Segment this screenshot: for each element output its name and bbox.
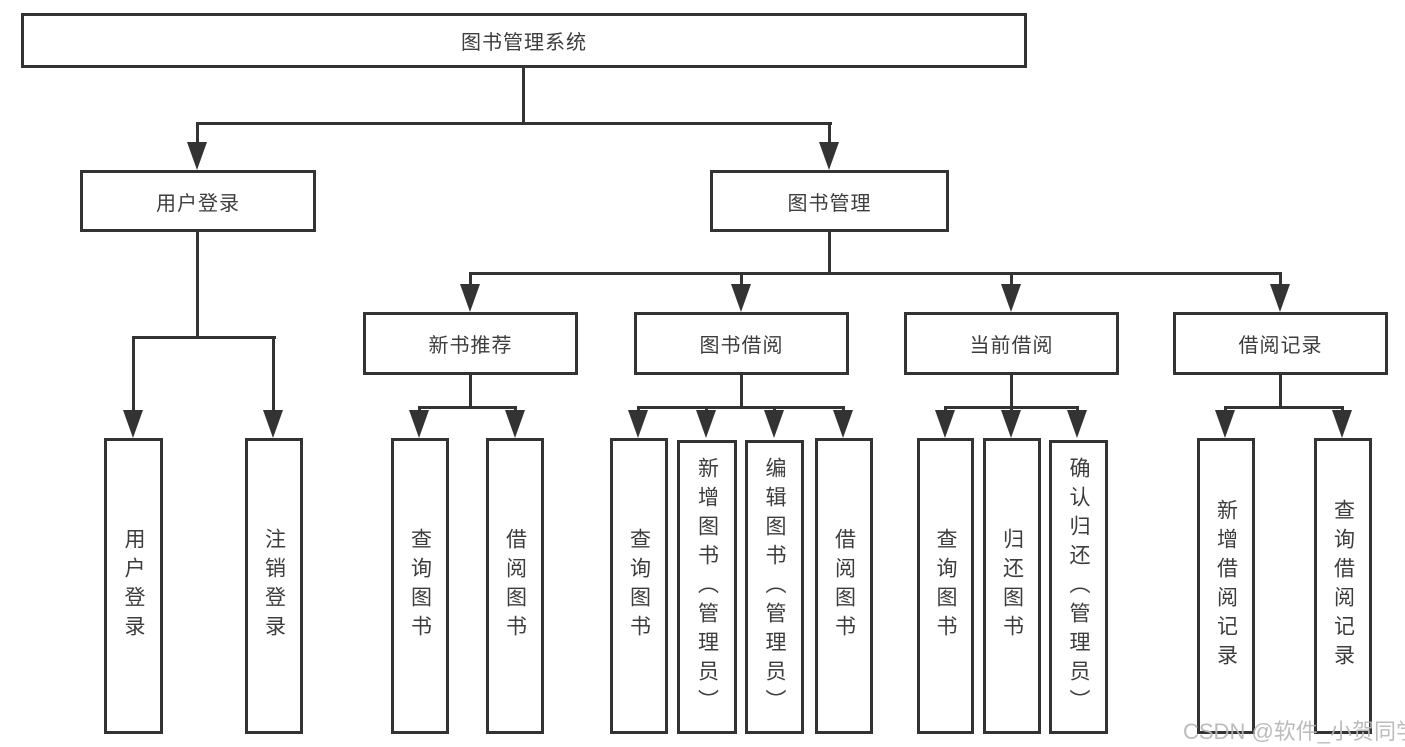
node-user-login: 用户登录 [80,170,316,232]
arrowhead-cb-return [1001,410,1021,438]
node-borrow-records: 借阅记录 [1173,312,1388,375]
leaf-br-add: 新增借阅记录 [1197,438,1255,734]
leaf-nb-borrow-label: 借阅图书 [503,528,527,644]
arrowhead-cb-query [935,410,955,438]
connector-root-stub [522,68,525,124]
arrowhead-br-add [1215,410,1235,438]
connector-userlogin-v2 [272,336,275,414]
leaf-br-query-label: 查询借阅记录 [1331,499,1355,673]
node-user-login-label: 用户登录 [156,192,240,215]
arrowhead-br-query [1332,410,1352,438]
connector-bookmgmt-hbar [469,272,1281,275]
leaf-cb-confirm: 确认归还（管理员） [1049,440,1108,734]
leaf-bb-borrow-label: 借阅图书 [832,528,856,644]
arrowhead-book-borrow [731,284,751,312]
arrowhead-user-login [187,142,207,170]
arrowhead-bb-query [628,410,648,438]
node-borrow-records-label: 借阅记录 [1238,335,1323,357]
connector-bookmgmt-v4 [1279,272,1282,290]
arrowhead-nb-borrow [505,410,525,438]
arrowhead-bb-borrow [833,410,853,438]
connector-newbooks-hbar [418,406,517,409]
arrowhead-book-mgmt [819,142,839,170]
arrowhead-borrow-records [1270,284,1290,312]
leaf-bb-query: 查询图书 [610,438,668,734]
csdn-watermark: CSDN @软件_小贺同学 [1183,719,1405,744]
node-current-borrow-label: 当前借阅 [969,335,1054,357]
node-book-borrow: 图书借阅 [634,312,849,375]
leaf-br-add-label: 新增借阅记录 [1214,499,1238,673]
connector-bookborrow-stub [740,375,743,409]
arrowhead-cb-confirm [1067,410,1087,438]
connector-borrowrecords-hbar [1224,406,1344,409]
arrowhead-current-borrow [1001,284,1021,312]
node-book-mgmt: 图书管理 [710,170,949,232]
connector-bookmgmt-v3 [1010,272,1013,290]
connector-bookmgmt-v2 [740,272,743,290]
leaf-cb-return-label: 归还图书 [1000,528,1024,644]
arrowhead-nb-query [409,410,429,438]
leaf-user-login-label: 用户登录 [122,528,145,644]
connector-bookborrow-hbar [637,406,845,409]
leaf-cb-return: 归还图书 [983,438,1041,734]
connector-bookmgmt-v1 [469,272,472,290]
leaf-logout: 注销登录 [245,438,303,734]
arrowhead-leaf-logout [263,410,283,438]
leaf-user-login: 用户登录 [104,438,163,734]
arrowhead-leaf-user-login [123,410,143,438]
arrowhead-new-books [460,284,480,312]
connector-newbooks-stub [469,375,472,409]
connector-root-v2 [828,122,831,148]
arrowhead-bb-edit [764,410,784,438]
node-new-books: 新书推荐 [363,312,578,375]
node-book-borrow-label: 图书借阅 [699,335,784,357]
node-book-mgmt-label: 图书管理 [787,192,872,215]
leaf-cb-query: 查询图书 [917,438,974,734]
node-current-borrow: 当前借阅 [904,312,1119,375]
leaf-nb-borrow: 借阅图书 [486,438,544,734]
connector-userlogin-stub [196,232,199,339]
leaf-nb-query: 查询图书 [391,438,449,734]
connector-userlogin-hbar [132,336,276,339]
node-root: 图书管理系统 [21,13,1027,68]
leaf-cb-confirm-label: 确认归还（管理员） [1067,456,1090,718]
connector-bookmgmt-stub [828,232,831,274]
node-new-books-label: 新书推荐 [428,335,513,357]
arrowhead-bb-add [696,410,716,438]
leaf-bb-edit: 编辑图书（管理员） [745,440,804,734]
leaf-bb-add-label: 新增图书（管理员） [695,456,719,718]
connector-userlogin-v1 [132,336,135,414]
leaf-cb-query-label: 查询图书 [934,528,957,644]
leaf-bb-add: 新增图书（管理员） [677,440,737,734]
leaf-bb-borrow: 借阅图书 [815,438,873,734]
leaf-nb-query-label: 查询图书 [408,528,432,644]
node-root-label: 图书管理系统 [461,32,587,54]
connector-currentborrow-stub [1010,375,1013,409]
leaf-br-query: 查询借阅记录 [1314,438,1372,734]
connector-borrowrecords-stub [1279,375,1282,409]
connector-root-v1 [196,122,199,148]
leaf-bb-edit-label: 编辑图书（管理员） [763,456,786,718]
connector-root-hbar [196,122,832,125]
leaf-logout-label: 注销登录 [262,528,286,644]
leaf-bb-query-label: 查询图书 [627,528,651,644]
